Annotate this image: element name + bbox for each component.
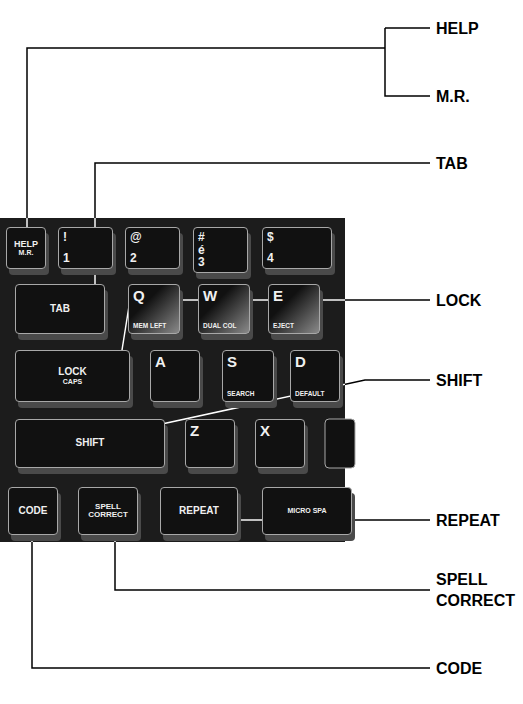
keyboard-key: @2 bbox=[125, 227, 180, 269]
keyboard-key: !1 bbox=[58, 227, 113, 269]
key-legend: MEM LEFT bbox=[133, 323, 166, 330]
key-legend: SPELL CORRECT bbox=[83, 503, 133, 520]
key-legend: SHIFT bbox=[76, 438, 105, 449]
key-legend: SEARCH bbox=[227, 391, 254, 398]
key-legend: 1 bbox=[63, 252, 70, 265]
keyboard-key: A bbox=[150, 350, 200, 402]
key-legend: X bbox=[260, 423, 270, 439]
keyboard-key: #é3 bbox=[193, 227, 248, 273]
callout-label: SHIFT bbox=[436, 370, 482, 391]
keyboard-key: REPEAT bbox=[160, 487, 238, 535]
key-legend: CAPS bbox=[63, 378, 82, 385]
key-legend: @ bbox=[130, 231, 142, 244]
keyboard-key: CODE bbox=[8, 487, 58, 535]
key-legend: é bbox=[198, 244, 205, 257]
keyboard-key: LOCKCAPS bbox=[15, 350, 130, 402]
key-legend: TAB bbox=[50, 304, 70, 315]
keyboard-key: HELPM.R. bbox=[6, 227, 46, 269]
key-legend: 3 bbox=[198, 256, 205, 269]
keyboard-key: TAB bbox=[15, 284, 105, 334]
callout-label: M.R. bbox=[436, 86, 470, 107]
keyboard-key: Q MEM LEFT bbox=[128, 284, 180, 334]
key-legend: A bbox=[155, 354, 166, 370]
key-legend: ! bbox=[63, 231, 67, 244]
callout-label: REPEAT bbox=[436, 510, 500, 531]
key-legend: D bbox=[295, 354, 306, 370]
key-legend: M.R. bbox=[19, 249, 34, 256]
keyboard-key: Z bbox=[185, 419, 235, 468]
key-legend: DUAL COL bbox=[203, 323, 236, 330]
key-legend: Q bbox=[133, 288, 145, 304]
key-legend: E bbox=[273, 288, 283, 304]
callout-label: HELP bbox=[436, 18, 479, 39]
spell-leader bbox=[115, 538, 430, 590]
leader-lines bbox=[27, 28, 430, 668]
key-legend: Z bbox=[190, 423, 199, 439]
key-legend: MICRO SPA bbox=[287, 507, 326, 514]
keyboard-key: SHIFT bbox=[15, 419, 165, 468]
key-legend: W bbox=[203, 288, 217, 304]
keyboard-key: D DEFAULT bbox=[290, 350, 340, 402]
key-legend: EJECT bbox=[273, 323, 294, 330]
help-bracket bbox=[27, 28, 430, 230]
callout-label: TAB bbox=[436, 153, 468, 174]
keyboard-key: MICRO SPA bbox=[262, 487, 352, 535]
callout-label: LOCK bbox=[436, 290, 481, 311]
key-legend: 4 bbox=[267, 252, 274, 265]
key-legend: LOCK bbox=[58, 367, 86, 378]
code-leader bbox=[32, 538, 430, 668]
leader-lines-on-photo bbox=[27, 218, 345, 542]
cut-key bbox=[325, 419, 355, 468]
key-legend: S bbox=[227, 354, 237, 370]
key-legend: HELP bbox=[14, 240, 38, 249]
keyboard-key: W DUAL COL bbox=[198, 284, 250, 334]
keyboard-key: SPELL CORRECT bbox=[78, 487, 138, 535]
key-legend: $ bbox=[267, 231, 274, 244]
tab-leader bbox=[95, 163, 430, 288]
key-legend: REPEAT bbox=[179, 506, 219, 517]
key-legend: CODE bbox=[19, 506, 48, 517]
key-legend: DEFAULT bbox=[295, 391, 325, 398]
key-legend: # bbox=[198, 231, 205, 244]
key-legend: 2 bbox=[130, 252, 137, 265]
keyboard-key: S SEARCH bbox=[222, 350, 274, 402]
callout-label: SPELL CORRECT bbox=[436, 569, 520, 611]
callout-label: CODE bbox=[436, 658, 482, 679]
keyboard-key: $4 bbox=[262, 227, 332, 269]
keyboard-key: X bbox=[255, 419, 305, 468]
keyboard-key: E EJECT bbox=[268, 284, 320, 334]
